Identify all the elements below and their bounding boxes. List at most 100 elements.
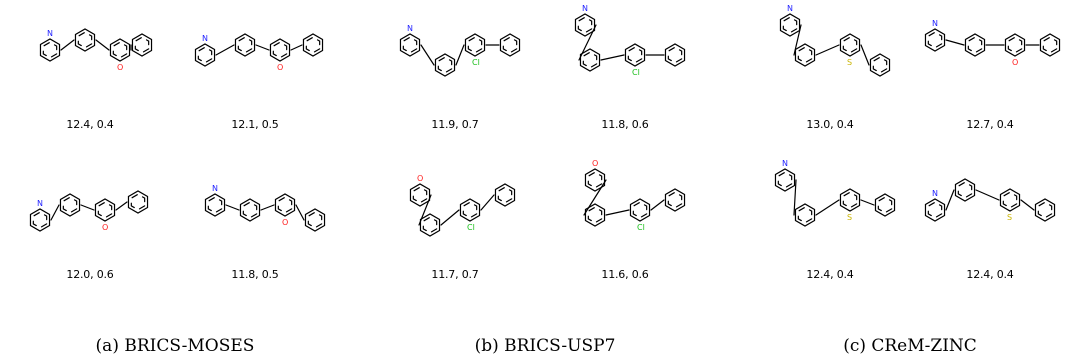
atom-label: Cl xyxy=(632,68,640,77)
ring-bond xyxy=(302,33,324,57)
aromatic-bond xyxy=(112,41,128,59)
atom-label: N xyxy=(932,19,938,28)
bond xyxy=(290,44,303,51)
atom-label: S xyxy=(847,213,852,222)
molecule-score: 12.0, 0.6 xyxy=(66,268,114,281)
aromatic-bond xyxy=(42,41,58,59)
bond xyxy=(260,204,275,211)
atom-label: N xyxy=(782,159,788,168)
ring-bond xyxy=(269,38,291,62)
aromatic-bond xyxy=(777,171,793,189)
ring-bond xyxy=(419,213,441,237)
aromatic-bond xyxy=(797,206,813,224)
atom-label: N xyxy=(787,4,793,13)
ring-bond xyxy=(94,198,116,222)
ring-bond xyxy=(574,13,596,37)
ring-bond xyxy=(434,53,456,77)
ring-bond xyxy=(459,198,481,222)
ring-bond xyxy=(839,33,861,57)
ring-bond xyxy=(494,183,516,207)
aromatic-bond xyxy=(402,36,418,54)
aromatic-bond xyxy=(305,36,321,54)
ring-bond xyxy=(1004,33,1026,57)
ring-bond xyxy=(39,38,61,62)
ring-bond xyxy=(999,188,1021,212)
ring-bond xyxy=(924,198,946,222)
atom-label: O xyxy=(592,159,598,168)
aromatic-bond xyxy=(497,186,513,204)
ring-bond xyxy=(74,28,96,52)
aromatic-bond xyxy=(877,196,893,214)
aromatic-bond xyxy=(1042,36,1058,54)
bond xyxy=(815,199,840,216)
aromatic-bond xyxy=(412,186,428,204)
molecule-score: 12.4, 0.4 xyxy=(66,118,114,131)
aromatic-bond xyxy=(237,36,253,54)
molecule-structure: NS xyxy=(774,159,896,227)
ring-bond xyxy=(954,178,976,202)
aromatic-bond xyxy=(272,41,288,59)
bond xyxy=(815,44,840,56)
ring-bond xyxy=(664,188,686,212)
aromatic-bond xyxy=(842,36,858,54)
bond xyxy=(975,189,1000,201)
aromatic-bond xyxy=(62,196,78,214)
bond xyxy=(255,44,270,51)
aromatic-bond xyxy=(437,56,453,74)
ring-bond xyxy=(629,198,651,222)
molecule-score: 12.4, 0.4 xyxy=(806,268,854,281)
aromatic-bond xyxy=(207,196,223,214)
aromatic-bond xyxy=(1007,36,1023,54)
atom-label: N xyxy=(47,29,53,38)
aromatic-bond xyxy=(577,16,593,34)
aromatic-bond xyxy=(587,171,603,189)
molecule-score: 11.6, 0.6 xyxy=(601,268,649,281)
bond xyxy=(455,44,465,66)
molecule-structure: NCl xyxy=(399,24,521,77)
ring-bond xyxy=(924,28,946,52)
ring-bond xyxy=(109,38,131,62)
atom-label: N xyxy=(582,4,588,13)
aromatic-bond xyxy=(782,16,798,34)
aromatic-bond xyxy=(462,201,478,219)
molecule-score: 11.8, 0.5 xyxy=(231,268,279,281)
aromatic-bond xyxy=(467,36,483,54)
bond xyxy=(583,179,607,216)
ring-bond xyxy=(304,208,326,232)
aromatic-bond xyxy=(97,201,113,219)
ring-bond xyxy=(874,193,896,217)
aromatic-bond xyxy=(134,36,150,54)
panel-caption: (b) BRICS-USP7 xyxy=(474,336,616,356)
atom-label: O xyxy=(117,63,123,72)
ring-bond xyxy=(579,48,601,72)
bond xyxy=(480,194,495,211)
atom-label: N xyxy=(37,199,43,208)
aromatic-bond xyxy=(77,31,93,49)
aromatic-bond xyxy=(242,201,258,219)
bond xyxy=(60,39,75,51)
ring-bond xyxy=(131,33,153,57)
molecule-score: 12.7, 0.4 xyxy=(966,118,1014,131)
ring-bond xyxy=(194,43,216,67)
bond xyxy=(420,44,435,66)
atom-label: N xyxy=(212,184,218,193)
bond xyxy=(793,24,802,56)
ring-bond xyxy=(1034,198,1056,222)
molecule-structure: NO xyxy=(194,33,324,72)
aromatic-bond xyxy=(422,216,438,234)
bond xyxy=(440,209,460,226)
bond xyxy=(860,199,875,206)
aromatic-bond xyxy=(130,193,146,211)
molecule-score: 11.7, 0.7 xyxy=(431,268,479,281)
ring-bond xyxy=(794,203,816,227)
ring-bond xyxy=(204,193,226,217)
atom-label: O xyxy=(102,223,108,232)
aromatic-bond xyxy=(277,196,293,214)
